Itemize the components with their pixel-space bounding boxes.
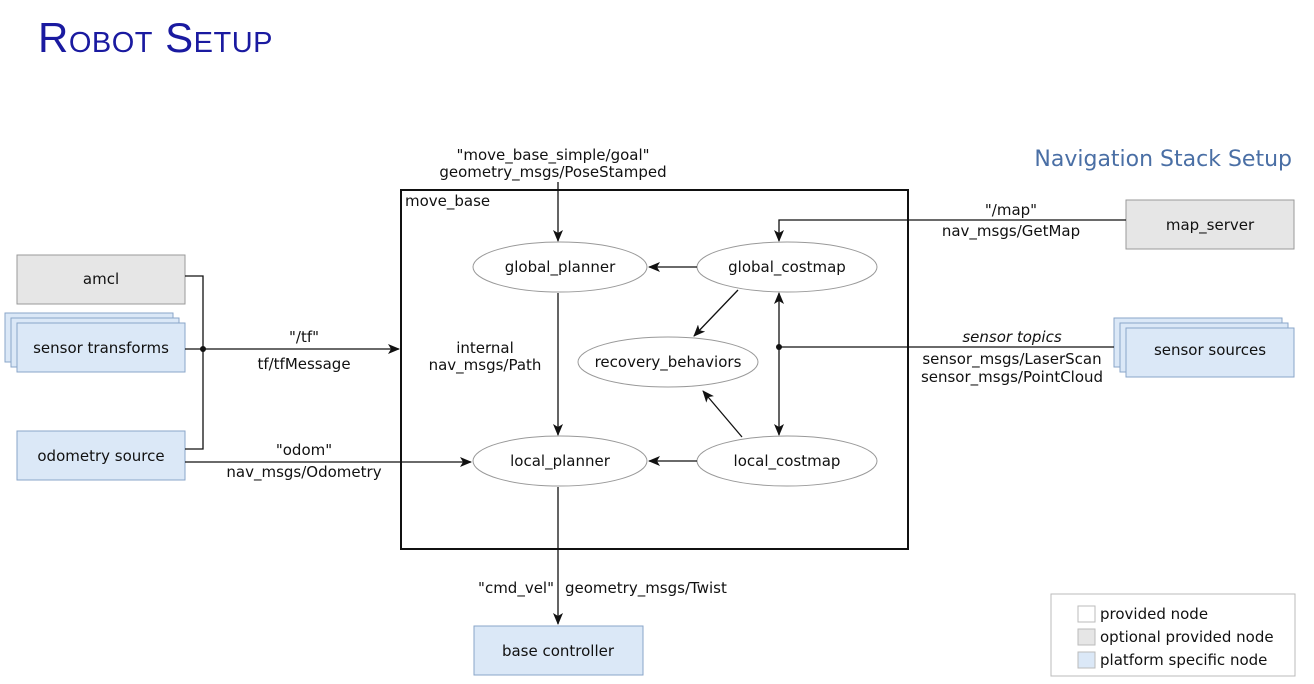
amcl-tf-join <box>185 275 204 450</box>
map-topic-label: "/map" <box>985 201 1037 219</box>
sensor-sources-node[interactable] <box>1113 317 1295 378</box>
sensor-transforms-label: sensor transforms <box>33 339 169 357</box>
odometry-source-node[interactable] <box>16 430 186 481</box>
base-controller-label: base controller <box>502 642 615 660</box>
odom-topic-label: "odom" <box>276 441 332 459</box>
move-base-container <box>400 189 909 550</box>
map-type-label: nav_msgs/GetMap <box>942 222 1080 241</box>
goal-type-label: geometry_msgs/PoseStamped <box>439 163 666 182</box>
tf-junction <box>200 346 206 352</box>
local-costmap-label: local_costmap <box>734 452 841 471</box>
tf-type-label: tf/tfMessage <box>257 355 350 373</box>
global-planner-node[interactable] <box>472 241 648 293</box>
local-planner-label: local_planner <box>510 452 611 471</box>
legend-platform-swatch <box>1077 651 1096 669</box>
global-costmap-label: global_costmap <box>728 258 846 277</box>
local-costmap-to-recovery-edge <box>702 390 743 438</box>
odometry-source-label: odometry source <box>37 447 164 465</box>
legend-provided-label: provided node <box>1100 605 1208 623</box>
map-server-node[interactable] <box>1125 199 1295 250</box>
sensor-topics-label: sensor topics <box>962 328 1061 346</box>
page-title: Robot Setup <box>38 14 274 61</box>
local-planner-node[interactable] <box>472 435 648 487</box>
cmd-vel-topic-label: "cmd_vel" <box>478 579 554 598</box>
recovery-behaviors-node[interactable] <box>577 336 759 388</box>
sensor-junction <box>776 344 782 350</box>
sensor-transforms-node[interactable] <box>4 312 186 373</box>
legend-optional-label: optional provided node <box>1100 628 1274 646</box>
global-planner-label: global_planner <box>505 258 616 277</box>
recovery-behaviors-label: recovery_behaviors <box>595 353 742 372</box>
laser-type-label: sensor_msgs/LaserScan <box>922 350 1101 369</box>
path-type-label: nav_msgs/Path <box>429 356 542 375</box>
diagram-subtitle: Navigation Stack Setup <box>1034 147 1292 172</box>
base-controller-node[interactable] <box>473 625 644 676</box>
amcl-node[interactable] <box>16 254 186 305</box>
legend-platform-label: platform specific node <box>1100 651 1267 669</box>
internal-label: internal <box>456 339 514 357</box>
legend-provided-swatch <box>1077 605 1096 623</box>
legend-optional-swatch <box>1077 628 1096 646</box>
tf-topic-label: "/tf" <box>289 328 319 346</box>
goal-topic-label: "move_base_simple/goal" <box>456 146 649 165</box>
cmd-vel-type-label: geometry_msgs/Twist <box>565 579 727 598</box>
odom-type-label: nav_msgs/Odometry <box>226 463 381 482</box>
pointcloud-type-label: sensor_msgs/PointCloud <box>921 368 1103 387</box>
move-base-label: move_base <box>405 192 490 211</box>
global-costmap-to-recovery-edge <box>693 289 739 337</box>
map-server-label: map_server <box>1166 216 1255 235</box>
amcl-label: amcl <box>83 270 119 288</box>
map-edge <box>774 219 1126 242</box>
sensor-sources-label: sensor sources <box>1154 341 1266 359</box>
